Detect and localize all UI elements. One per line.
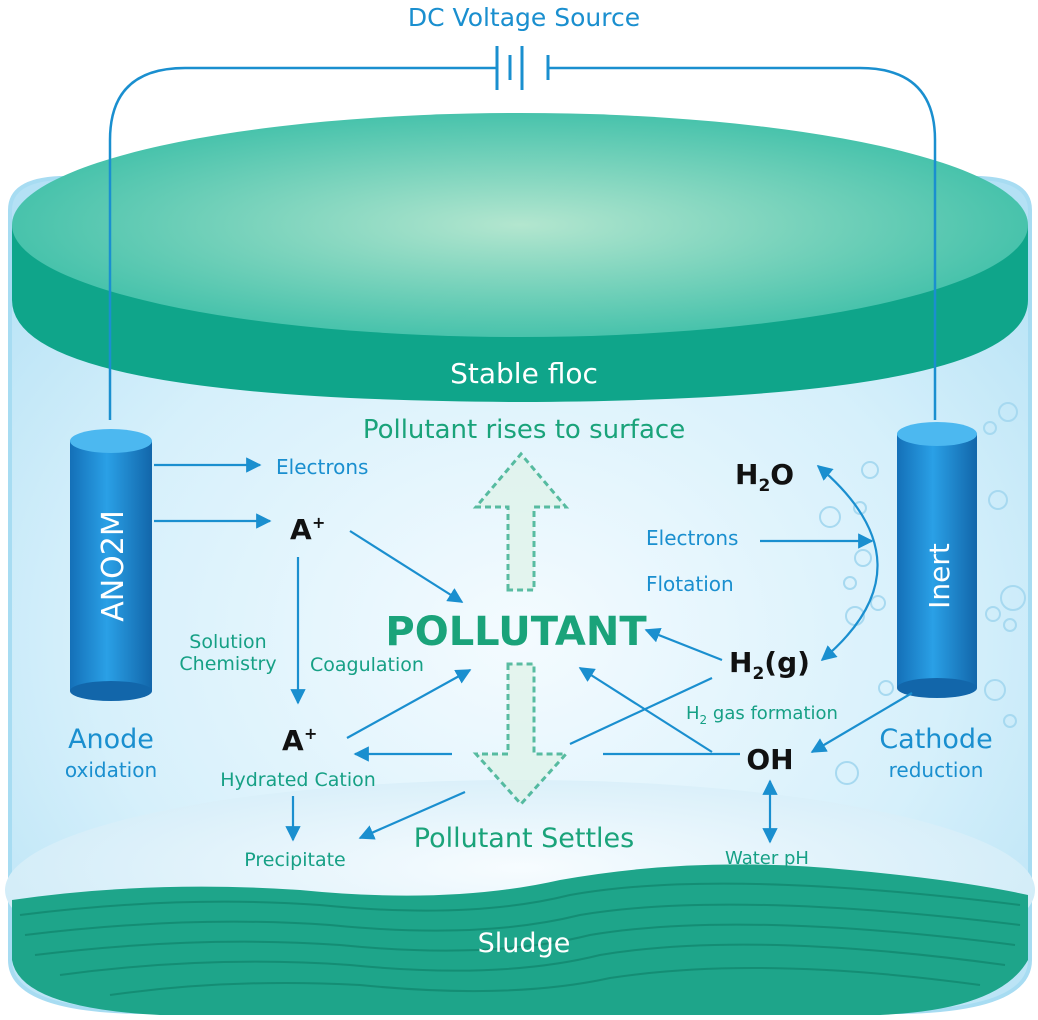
- cation-top: A +: [290, 513, 325, 546]
- rises-label: Pollutant rises to surface: [363, 415, 685, 445]
- cathode-name: Cathode: [879, 724, 992, 755]
- flow-arrows: [154, 457, 913, 844]
- solution-line2: Chemistry: [179, 653, 276, 675]
- sludge-label: Sludge: [478, 928, 571, 959]
- settles-label: Pollutant Settles: [414, 823, 634, 854]
- svg-text:+: +: [312, 513, 325, 532]
- svg-text:H2O: H2O: [735, 458, 794, 496]
- stable-floc-label: Stable floc: [450, 357, 598, 390]
- floc-layer: [12, 113, 1028, 402]
- arrow-cation-pollutant: [349, 530, 464, 603]
- svg-text:A: A: [290, 513, 312, 546]
- settle-arrow: [472, 662, 570, 807]
- cathode-electrode-label: Inert: [923, 543, 956, 609]
- anode-electrode-label: ANO2M: [96, 510, 131, 622]
- svg-text:A: A: [282, 724, 304, 757]
- rise-arrow: [472, 451, 570, 592]
- bubbles: [819, 402, 1026, 785]
- h2g-label: H2(g): [729, 646, 810, 684]
- svg-text:+: +: [304, 724, 317, 743]
- arrow-h2g-settle: [569, 677, 713, 745]
- pollutant-label: POLLUTANT: [385, 609, 647, 655]
- svg-text:H2(g): H2(g): [729, 646, 810, 684]
- arrow-cathode-oh: [810, 692, 913, 753]
- precipitate-label: Precipitate: [244, 849, 346, 871]
- solution-line1: Solution: [189, 631, 266, 653]
- h2o-label: H2O: [735, 458, 794, 496]
- dc-circuit: [108, 46, 937, 420]
- coagulation-label: Coagulation: [310, 654, 424, 676]
- anode-electrode: ANO2M: [70, 429, 152, 701]
- water-ph-label: Water pH: [725, 848, 809, 869]
- flotation-label: Flotation: [646, 572, 734, 596]
- h2-gas-formation-label: H2 gas formation: [686, 703, 838, 727]
- arrow-hydrated-pollutant: [346, 669, 472, 739]
- arrow-h2g-pollutant: [644, 627, 723, 662]
- right-electrons-label: Electrons: [646, 526, 738, 550]
- anode-process: oxidation: [65, 758, 157, 782]
- cathode-process: reduction: [889, 758, 984, 782]
- sludge-layer: [12, 864, 1028, 1015]
- svg-text:H2 gas formation: H2 gas formation: [686, 703, 838, 727]
- cation-bottom: A +: [282, 724, 317, 757]
- anode-name: Anode: [68, 724, 154, 755]
- cathode-electrode: Inert: [897, 422, 977, 698]
- left-electrons-label: Electrons: [276, 455, 368, 479]
- arrow-oh-pollutant: [578, 667, 713, 753]
- arrow-settle-precipitate: [358, 790, 466, 840]
- dc-voltage-source-label: DC Voltage Source: [408, 3, 640, 32]
- arrow-h2o-h2g-loop: [816, 465, 879, 661]
- oh-label: OH: [746, 743, 793, 776]
- hydrated-cation-label: Hydrated Cation: [220, 769, 376, 791]
